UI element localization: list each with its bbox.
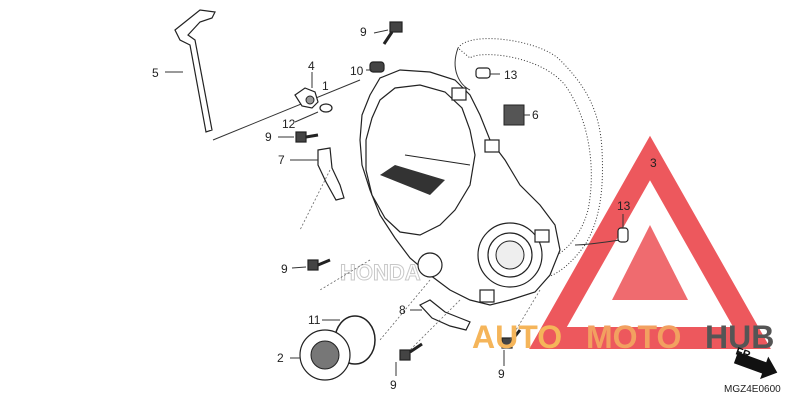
part-5-rod — [174, 9, 216, 133]
callout-9-top: 9 — [360, 25, 367, 39]
part-6-filter — [503, 104, 525, 126]
part-7-bracket — [317, 147, 345, 201]
callout-11: 11 — [308, 313, 321, 327]
part-12-o-ring — [319, 103, 333, 113]
callout-12: 12 — [282, 117, 296, 131]
bolt-icon — [382, 21, 403, 45]
front-direction-label: FR. — [734, 346, 755, 363]
part-13-dowel-b — [617, 227, 629, 243]
callout-9-mid: 9 — [281, 262, 288, 276]
callout-5: 5 — [152, 66, 159, 80]
callout-10: 10 — [350, 64, 364, 78]
assembly-lines — [299, 169, 541, 351]
watermark-triangle-icon — [529, 135, 771, 349]
front-direction-arrow-icon — [733, 352, 778, 380]
watermark-hub: HUB — [705, 319, 774, 355]
watermark-auto: AUTO — [472, 319, 562, 355]
callout-4: 4 — [308, 59, 315, 73]
callout-2: 2 — [277, 351, 284, 365]
drawing-code: MGZ4E0600 — [724, 384, 781, 395]
bolt-icon — [501, 329, 522, 349]
callout-1: 1 — [322, 79, 329, 93]
watermark-moto: MOTO — [586, 319, 681, 355]
callout-8: 8 — [399, 303, 406, 317]
bolt-icon — [295, 131, 319, 143]
bolt-icon — [307, 258, 331, 271]
callout-7: 7 — [278, 153, 285, 167]
callout-6: 6 — [532, 108, 539, 122]
clutch-cover — [359, 69, 561, 306]
callout-13-top: 13 — [504, 68, 518, 82]
callout-13-right: 13 — [617, 199, 631, 213]
part-10-cap — [369, 61, 385, 73]
svg-text:HONDA: HONDA — [340, 260, 421, 285]
callout-3: 3 — [650, 156, 657, 170]
callout-9-left: 9 — [265, 130, 272, 144]
part-2-plug-cap — [299, 329, 351, 381]
bolt-icon — [399, 342, 423, 361]
gasket — [457, 38, 603, 279]
part-13-dowel-a — [475, 67, 491, 79]
callout-9-bottom-left: 9 — [390, 378, 397, 392]
callout-9-bottom-right: 9 — [498, 367, 505, 381]
part-4-sensor — [294, 87, 319, 109]
